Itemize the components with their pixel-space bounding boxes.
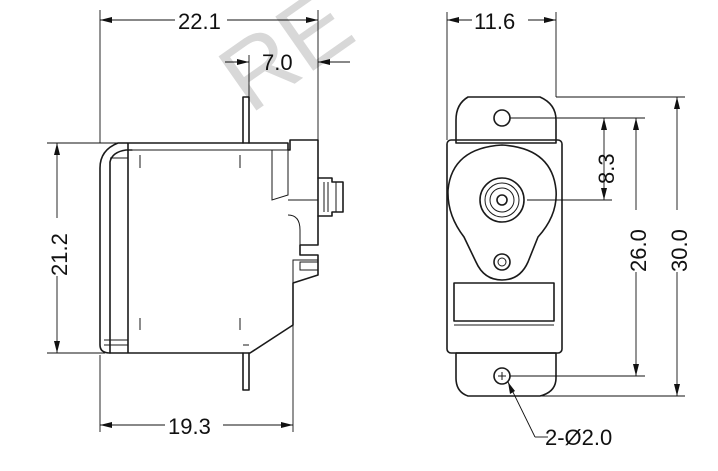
dim-total-width: 22.1 [178,9,221,34]
front-body [446,139,563,354]
dim-body-height: 21.2 [47,233,72,276]
front-dimensions: 11.6 8.3 26.0 30.0 2-Ø2.0 [446,8,692,450]
front-label-band [453,282,555,322]
dim-hole-callout: 2-Ø2.0 [545,425,612,450]
top-mount-hole [493,109,511,127]
front-mounting-tab [455,96,557,144]
dim-front-width: 11.6 [474,9,515,34]
front-view [446,96,563,397]
dim-horn-offset: 7.0 [262,50,293,75]
front-horn-boss [447,144,557,281]
side-output-spline [317,177,344,217]
dim-hole-spacing: 26.0 [626,229,651,272]
side-mounting-flange [242,96,250,391]
output-shaft [496,194,508,206]
dim-hole-offset: 8.3 [594,153,619,184]
dim-total-height: 30.0 [667,229,692,272]
side-dimensions: 22.1 7.0 21.2 19.3 [44,8,350,439]
dim-body-width: 19.3 [168,414,211,439]
side-body-outline [99,139,319,354]
side-inner-rail [109,149,133,354]
side-view [99,96,344,391]
